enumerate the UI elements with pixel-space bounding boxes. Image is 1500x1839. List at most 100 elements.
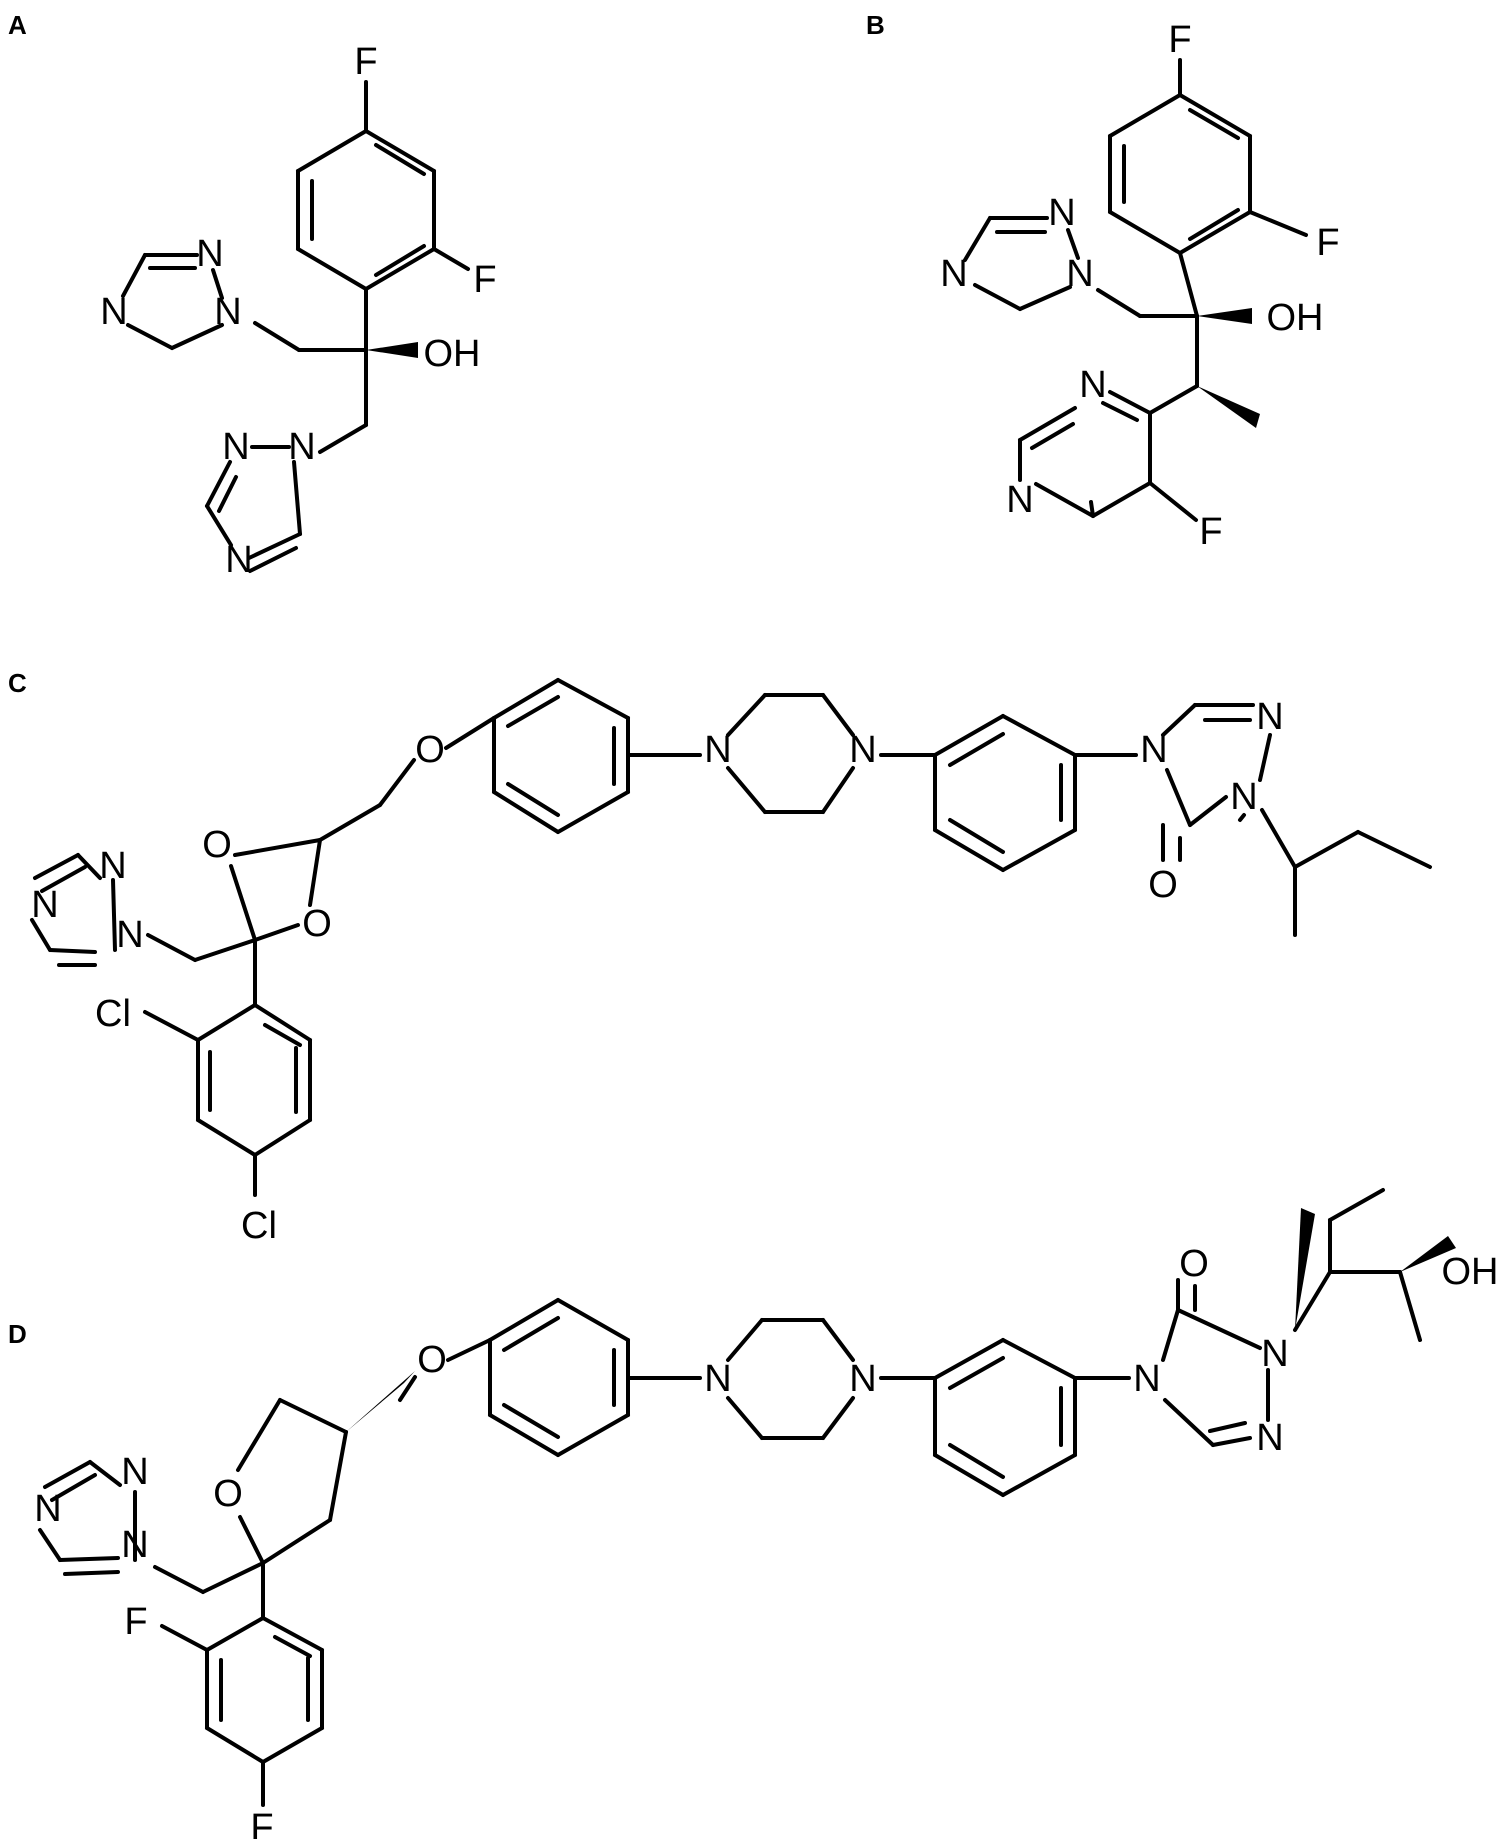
panel-d-bond-44 — [238, 1515, 265, 1565]
panel-d-bond-43 — [236, 1398, 282, 1472]
panel-d-bond-39 — [1328, 1188, 1385, 1222]
panel-d-bond-1 — [488, 1298, 560, 1342]
panel-d-atom-n1: N — [1133, 1358, 1160, 1400]
panel-b-wedge-bond-1 — [1197, 386, 1260, 428]
panel-b-bond-28 — [1108, 390, 1152, 415]
panel-d-atom-n4: N — [704, 1358, 731, 1400]
panel-a-bond-14 — [170, 323, 224, 350]
panel-a-bond-23 — [247, 532, 302, 560]
panel-c-bond-46 — [229, 864, 257, 942]
panel-c-bond-45 — [253, 923, 300, 942]
panel-a-bond-22 — [292, 460, 302, 536]
panel-d-bond-5 — [488, 1413, 560, 1457]
panel-c-bond-13 — [821, 693, 855, 737]
panel-c-bond-42 — [318, 803, 382, 842]
panel-b-atom-n4: N — [1079, 364, 1106, 406]
panel-a-atom-n3: N — [214, 291, 241, 333]
panel-d-bond-0 — [446, 1338, 492, 1362]
panel-a-label: A — [8, 10, 27, 40]
panel-b-bond-4 — [1108, 210, 1182, 255]
panel-c-bond-0 — [444, 716, 496, 750]
panel-c-bond-21 — [1001, 828, 1077, 872]
panel-d-atom-n2: N — [1261, 1333, 1288, 1375]
panel-c-bond-55 — [111, 878, 117, 952]
panel-c-atom-cl1: Cl — [95, 993, 131, 1035]
panel-d-atom-f1: F — [124, 1601, 147, 1643]
panel-d-bond-62 — [205, 1616, 265, 1652]
panel-b-bond-19 — [1066, 228, 1080, 260]
panel-d-bond-33 — [1211, 1436, 1252, 1447]
panel-b-bond-9 — [1188, 208, 1240, 241]
panel-a-wedge-bond-0 — [366, 342, 418, 358]
panel-d-bond-9 — [502, 1403, 560, 1439]
panel-a-bond-15 — [126, 323, 174, 350]
panel-d-bond-34 — [1208, 1421, 1247, 1433]
panel-c-bond-33 — [1188, 795, 1228, 827]
panel-d-bond-21 — [1001, 1453, 1077, 1497]
panel-d-wedge-bond-2 — [1400, 1236, 1456, 1272]
panel-a-atom-n2: N — [100, 291, 127, 333]
panel-b-bond-26 — [1018, 406, 1077, 442]
panel-d-bond-59 — [261, 1726, 324, 1764]
panel-c-bond-7 — [506, 695, 560, 728]
panel-d-atom-n6: N — [121, 1451, 148, 1493]
panel-c-bond-40 — [1356, 830, 1432, 869]
panel-d-bond-49 — [88, 1460, 122, 1487]
panel-c-bond-60 — [196, 1118, 257, 1157]
panel-a-bond-27 — [217, 475, 238, 513]
panel-a-atom-f1: F — [354, 41, 377, 83]
panel-b-bond-14 — [1018, 285, 1072, 311]
panel-b-atom-n1: N — [1048, 192, 1075, 234]
panel-b-bond-10 — [1248, 210, 1308, 237]
panel-b-bonds — [963, 58, 1308, 522]
panel-d-bond-35 — [1163, 1398, 1215, 1447]
panel-c-bond-44 — [233, 838, 322, 857]
panel-d-bond-64 — [273, 1635, 312, 1658]
panel-b-atom-n2: N — [940, 253, 967, 295]
panel-c-atom-o2: O — [1148, 864, 1178, 906]
panel-c-atom-n7: N — [31, 884, 58, 926]
panel-d-atom-oh: OH — [1442, 1251, 1499, 1293]
panel-c-bond-50 — [33, 853, 80, 880]
panel-d-bond-24 — [948, 1356, 1005, 1390]
panel-c-bond-66 — [143, 1010, 200, 1042]
panel-c-bond-24 — [948, 732, 1005, 767]
panel-a-bond-25 — [205, 504, 233, 547]
panel-b-bond-16 — [963, 216, 992, 262]
panel-d-atom-f2: F — [250, 1807, 273, 1839]
panel-b-bond-11 — [1178, 251, 1199, 318]
panel-c-bond-48 — [146, 933, 197, 962]
panel-c-atom-o4: O — [302, 903, 332, 945]
panel-a-atom-f2: F — [473, 259, 496, 301]
panel-c-bond-1 — [492, 678, 560, 720]
panel-c-label: C — [8, 668, 27, 698]
panel-c-bond-62 — [196, 1003, 257, 1042]
panel-b-bond-31 — [1089, 500, 1095, 518]
panel-d-bond-54 — [63, 1570, 120, 1576]
panel-c-bond-28 — [1161, 703, 1197, 737]
panel-c-bond-2 — [556, 678, 630, 720]
panel-c-bond-26 — [948, 818, 1005, 854]
panel-d-atom-n8: N — [121, 1524, 148, 1566]
panel-c-bond-43 — [308, 838, 322, 907]
panel-c-atom-o3: O — [202, 824, 232, 866]
panel-b-atom-f3: F — [1199, 511, 1222, 553]
panel-c-atom-cl2: Cl — [241, 1205, 277, 1247]
panel-b-bond-27 — [1030, 422, 1075, 450]
panel-d-atom-o1: O — [1179, 1243, 1209, 1285]
panel-d-bond-14 — [821, 1396, 855, 1440]
panel-c-bond-37 — [1260, 808, 1297, 869]
panel-d-bond-48 — [153, 1565, 205, 1594]
panel-c-bond-64 — [263, 1023, 302, 1047]
panel-d-atom-n5: N — [849, 1358, 876, 1400]
panel-a-bond-6 — [296, 129, 368, 173]
panel-c-bond-16 — [726, 766, 767, 814]
panel-d-bond-45 — [261, 1518, 332, 1565]
panel-d-wedge-bond-0 — [346, 1371, 415, 1432]
panel-c-atom-n2: N — [849, 729, 876, 771]
panel-c-atom-o1: O — [415, 729, 445, 771]
